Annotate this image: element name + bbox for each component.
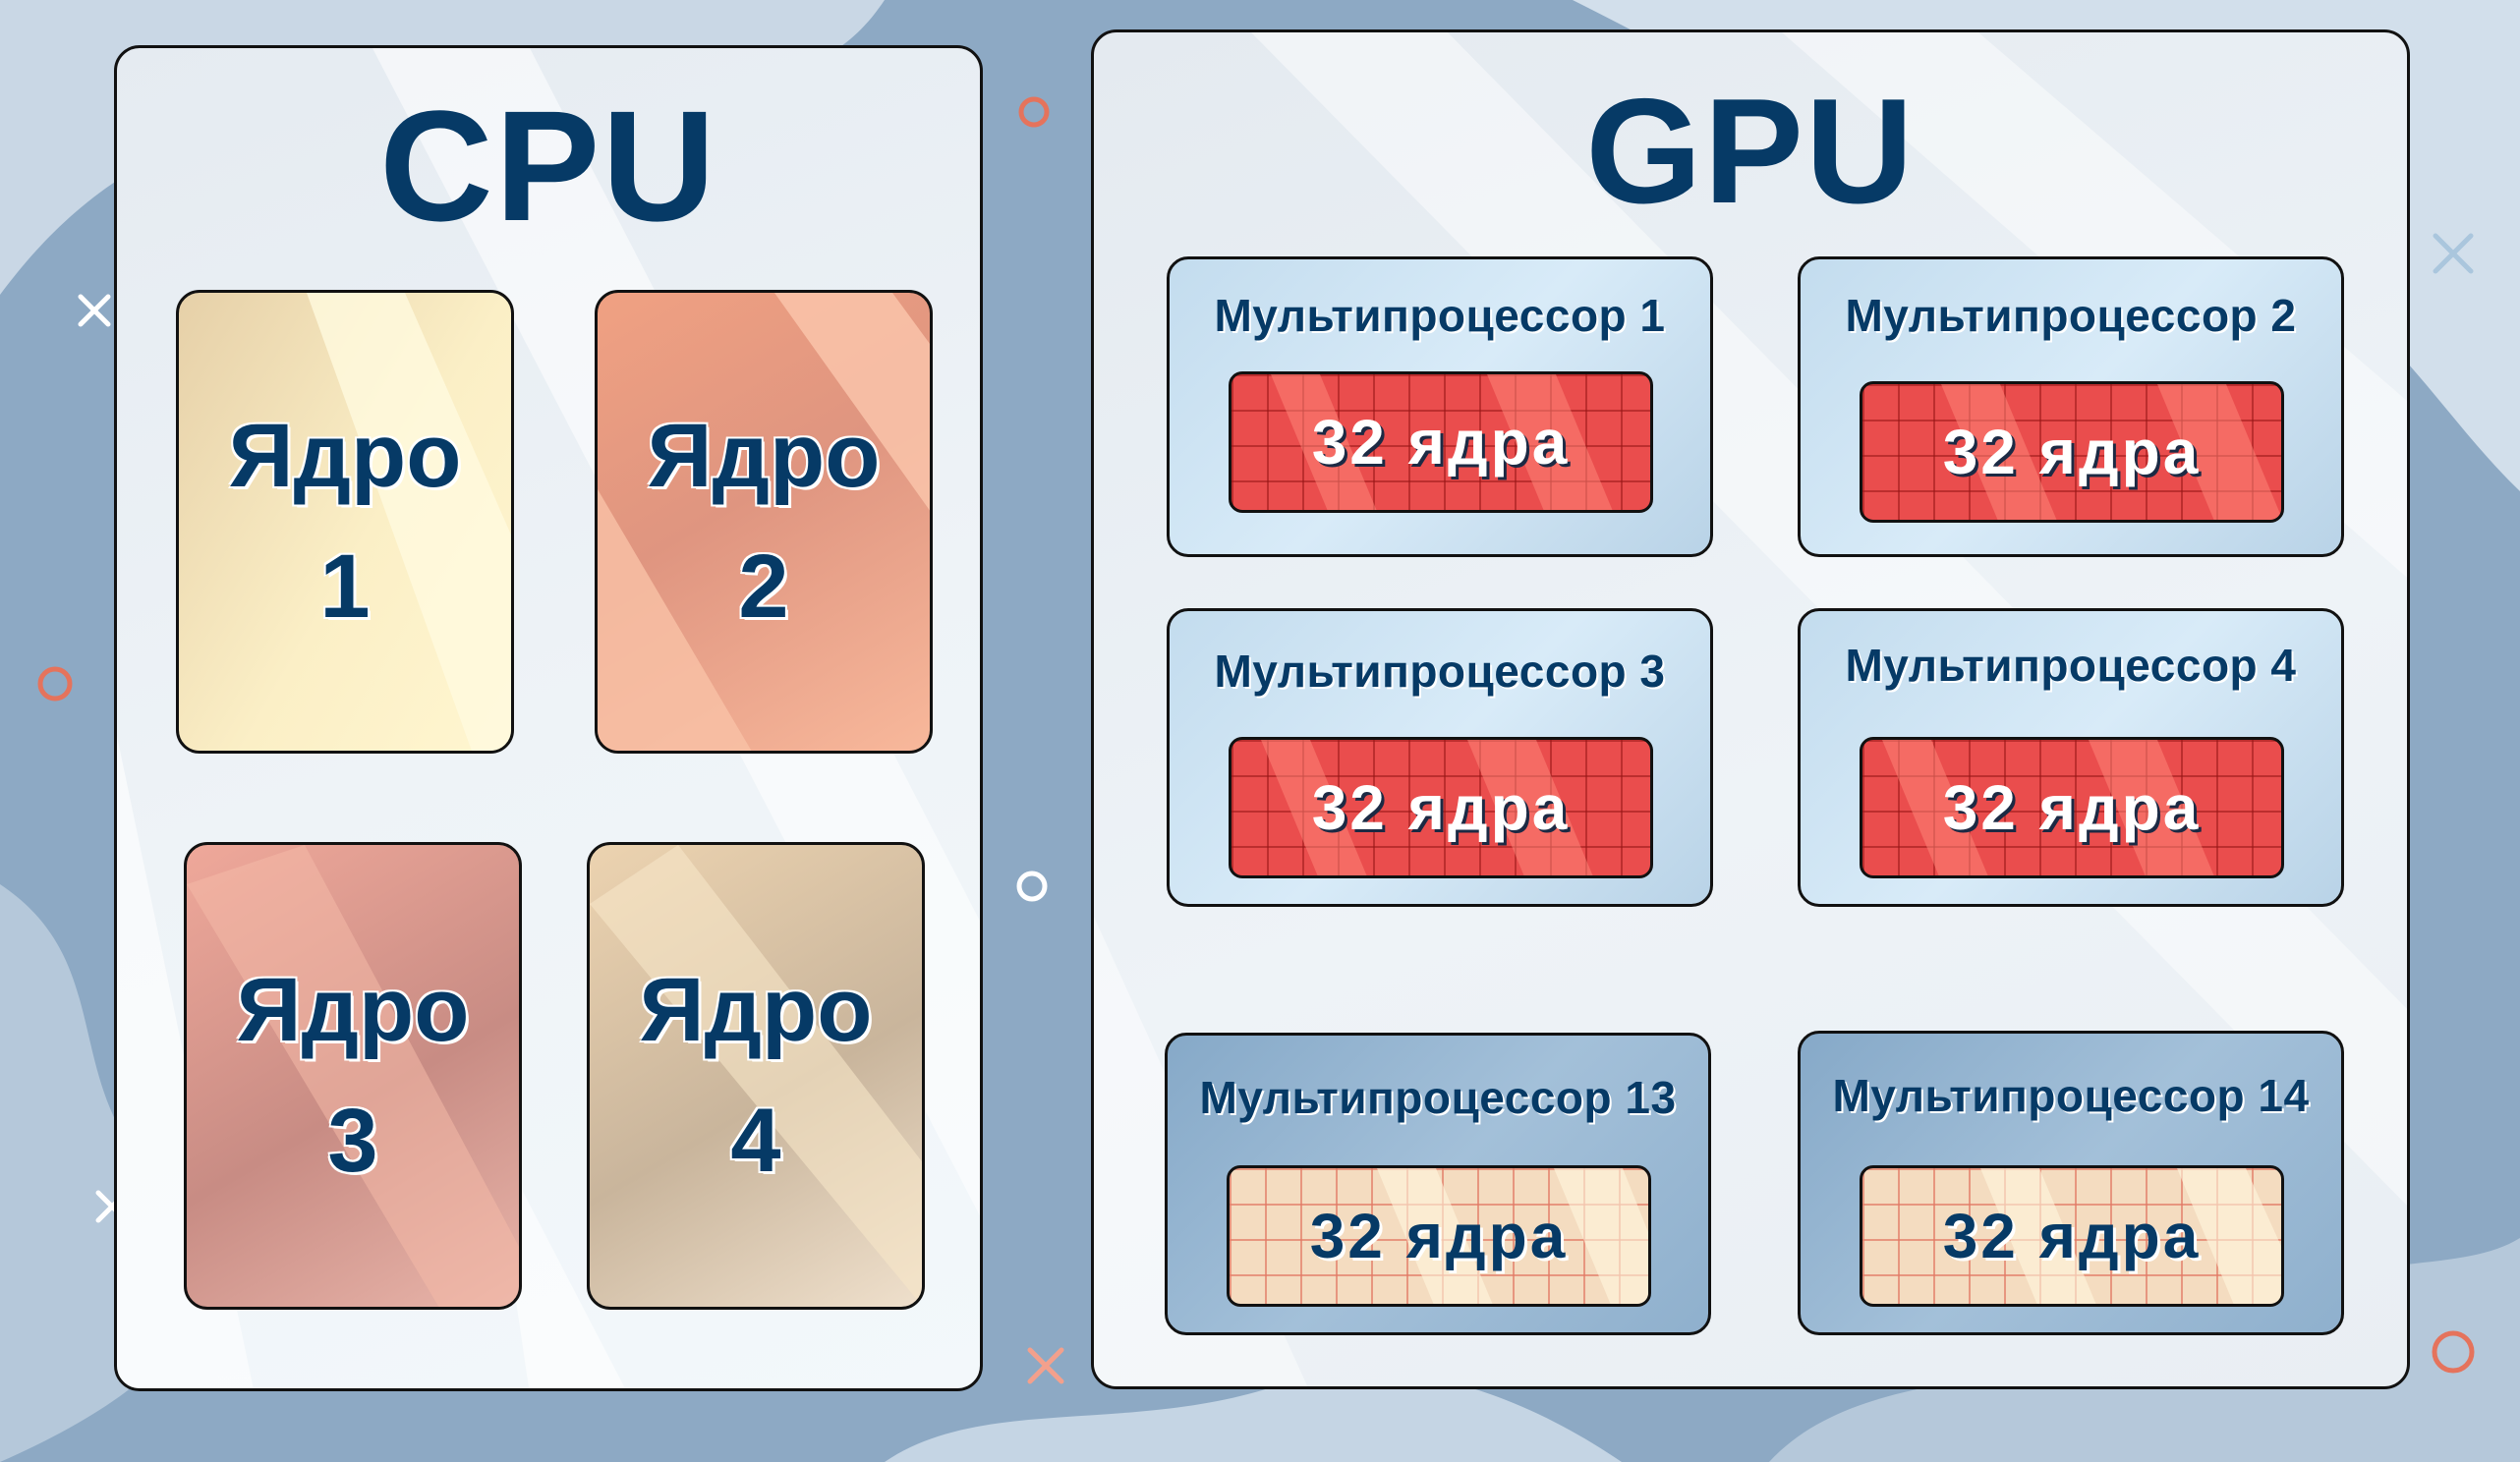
core-label: Ядро 4 [639,959,873,1191]
multiprocessor-4: Мультипроцессор 4 32 ядра [1798,608,2344,907]
gpu-title: GPU [1585,68,1916,235]
cores-label: 32 ядра [1942,772,2202,843]
cores-block: 32 ядра [1227,1165,1651,1307]
circle-icon [1018,96,1050,128]
core-label: Ядро 3 [236,959,470,1191]
circle-icon [1016,871,1048,902]
cross-icon [1027,1347,1064,1384]
core-label: Ядро 2 [647,405,881,637]
circle-icon [37,666,73,702]
cores-label: 32 ядра [1309,1201,1569,1271]
multiprocessor-title: Мультипроцессор 3 [1214,646,1666,697]
cores-stripes [1261,740,1593,875]
cross-icon [2433,233,2474,274]
cores-block: 32 ядра [1229,371,1653,513]
multiprocessor-2: Мультипроцессор 2 32 ядра [1798,256,2344,557]
core-stripes [187,845,519,1307]
core-label: Ядро 1 [228,405,462,637]
multiprocessor-3: Мультипроцессор 3 32 ядра [1167,608,1713,907]
cpu-core-4: Ядро 4 [587,842,925,1310]
cores-stripes [1271,374,1613,510]
cores-block: 32 ядра [1229,737,1653,878]
cpu-core-2: Ядро 2 [595,290,933,754]
multiprocessor-title: Мультипроцессор 13 [1199,1072,1677,1123]
multiprocessor-14: Мультипроцессор 14 32 ядра [1798,1031,2344,1335]
multiprocessor-title: Мультипроцессор 14 [1832,1070,2310,1121]
cores-stripes [1980,1168,2281,1304]
multiprocessor-13: Мультипроцессор 13 32 ядра [1165,1033,1711,1335]
cores-label: 32 ядра [1942,1201,2202,1271]
multiprocessor-title: Мультипроцессор 4 [1845,640,2297,691]
cores-label: 32 ядра [1942,417,2202,487]
cores-label: 32 ядра [1311,772,1571,843]
cores-stripes [1882,740,2214,875]
cores-block: 32 ядра [1860,737,2284,878]
cpu-core-3: Ядро 3 [184,842,522,1310]
multiprocessor-title: Мультипроцессор 2 [1845,290,2297,341]
cores-label: 32 ядра [1311,407,1571,478]
core-stripes [307,293,511,751]
core-stripes [590,845,922,1306]
multiprocessor-title: Мультипроцессор 1 [1214,290,1666,341]
cpu-panel: CPU Ядро 1 Ядро 2 Ядро 3 Ядро 4 [114,45,983,1391]
cores-block: 32 ядра [1860,1165,2284,1307]
cross-icon [78,294,111,327]
core-stripes [598,293,930,751]
gpu-panel: GPU Мультипроцессор 1 32 ядра Мультипроц… [1091,29,2410,1389]
circle-icon [2432,1330,2475,1374]
cores-block: 32 ядра [1860,381,2284,523]
cpu-title: CPU [379,78,717,253]
cpu-core-1: Ядро 1 [176,290,514,754]
cores-stripes [1941,384,2281,520]
multiprocessor-1: Мультипроцессор 1 32 ядра [1167,256,1713,557]
cores-stripes [1377,1168,1648,1304]
